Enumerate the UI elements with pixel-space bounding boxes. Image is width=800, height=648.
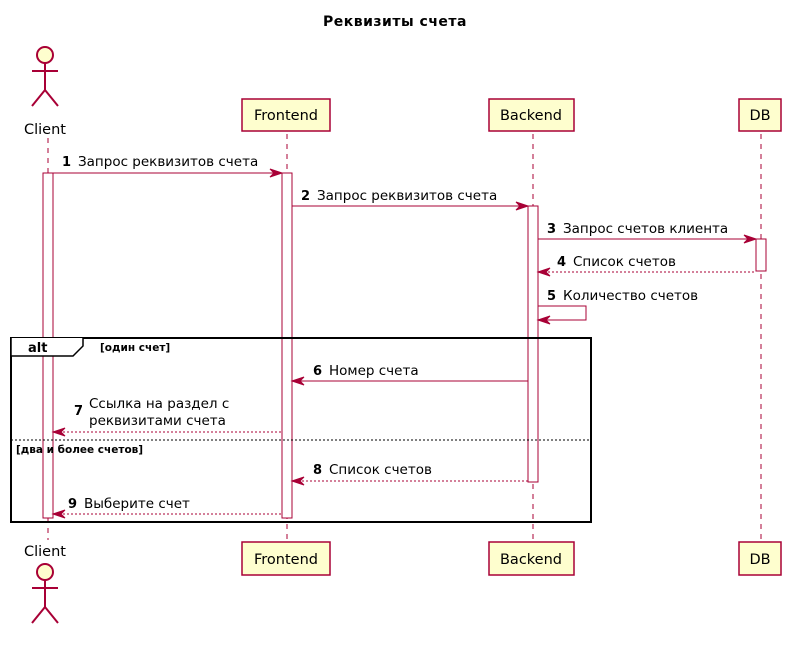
participant-label-client-bottom: Client — [24, 544, 66, 560]
arrowhead-icon — [51, 509, 66, 519]
message-arrow — [538, 305, 587, 321]
participant-label-frontend-top: Frontend — [254, 108, 318, 124]
participant-box-frontend-top — [241, 98, 331, 132]
message-label: Номер счета — [329, 363, 419, 379]
message-number: 5 — [547, 289, 556, 304]
message-number: 3 — [547, 222, 556, 237]
message-label: Список счетов — [573, 254, 676, 270]
message-number: 4 — [557, 255, 566, 270]
participant-box-frontend-bottom — [241, 541, 331, 576]
message-number: 6 — [313, 364, 322, 379]
actor-client-bottom: Client — [24, 544, 66, 624]
participant-frontend-top: Frontend — [241, 98, 331, 132]
message-label-line-1: Ссылка на раздел с — [89, 396, 229, 412]
message-1: 1 Запрос реквизитов счета — [53, 154, 284, 178]
message-label: Количество счетов — [563, 288, 698, 304]
participant-label-client-top: Client — [24, 122, 66, 138]
activation-backend — [527, 205, 539, 483]
alt-tab — [10, 338, 84, 357]
arrowhead-icon — [269, 168, 284, 178]
message-6: 6 Номер счета — [290, 363, 528, 386]
alt-frame — [10, 337, 592, 523]
participant-label-db-bottom: DB — [749, 552, 770, 568]
participant-db-top: DB — [738, 98, 782, 132]
actor-client-top: Client — [24, 46, 66, 138]
message-7: 7 Ссылка на раздел с реквизитами счета — [51, 396, 282, 437]
alt-guard-2: [два и более счетов] — [16, 444, 143, 456]
message-4: 4 Список счетов — [536, 254, 756, 277]
message-label: Выберите счет — [84, 496, 190, 512]
activation-frontend — [281, 172, 293, 519]
arrowhead-icon — [290, 476, 305, 486]
message-label: Список счетов — [329, 462, 432, 478]
actor-body-icon — [31, 63, 59, 107]
participant-frontend-bottom: Frontend — [241, 541, 331, 576]
participant-label-backend-top: Backend — [500, 108, 562, 124]
participant-backend-top: Backend — [488, 98, 575, 132]
arrowhead-icon — [51, 427, 66, 437]
participant-backend-bottom: Backend — [488, 541, 575, 576]
participant-db-bottom: DB — [738, 541, 782, 576]
message-number: 8 — [313, 463, 322, 478]
message-label: Запрос счетов клиента — [563, 221, 728, 237]
alt-fragment: alt [один счет] [два и более счетов] — [10, 337, 592, 523]
alt-guard-1: [один счет] — [100, 342, 170, 354]
arrowhead-icon — [536, 315, 551, 325]
arrowhead-icon — [290, 376, 305, 386]
participant-label-db-top: DB — [749, 108, 770, 124]
message-2: 2 Запрос реквизитов счета — [292, 188, 530, 211]
message-number: 9 — [68, 497, 77, 512]
participant-box-backend-bottom — [488, 541, 575, 576]
alt-keyword: alt — [28, 341, 47, 356]
actor-body-icon — [31, 580, 59, 624]
participant-box-db-top — [738, 98, 782, 132]
actor-head-icon — [36, 563, 54, 581]
participant-label-backend-bottom: Backend — [500, 552, 562, 568]
message-number: 7 — [74, 404, 83, 419]
message-label: Запрос реквизитов счета — [317, 188, 497, 204]
arrowhead-icon — [536, 267, 551, 277]
message-number: 1 — [62, 155, 71, 170]
message-label: Запрос реквизитов счета — [78, 154, 258, 170]
actor-head-icon — [36, 46, 54, 64]
diagram-title: Реквизиты счета — [323, 14, 467, 30]
arrowhead-icon — [515, 201, 530, 211]
arrowhead-icon — [743, 234, 758, 244]
message-label-line-2: реквизитами счета — [89, 413, 226, 429]
message-number: 2 — [301, 189, 310, 204]
message-3: 3 Запрос счетов клиента — [538, 221, 758, 244]
message-9: 9 Выберите счет — [51, 496, 282, 519]
participant-box-backend-top — [488, 98, 575, 132]
participant-label-frontend-bottom: Frontend — [254, 552, 318, 568]
activation-db — [755, 238, 767, 272]
participant-box-db-bottom — [738, 541, 782, 576]
message-8: 8 Список счетов — [290, 462, 528, 486]
message-5: 5 Количество счетов — [536, 288, 698, 325]
